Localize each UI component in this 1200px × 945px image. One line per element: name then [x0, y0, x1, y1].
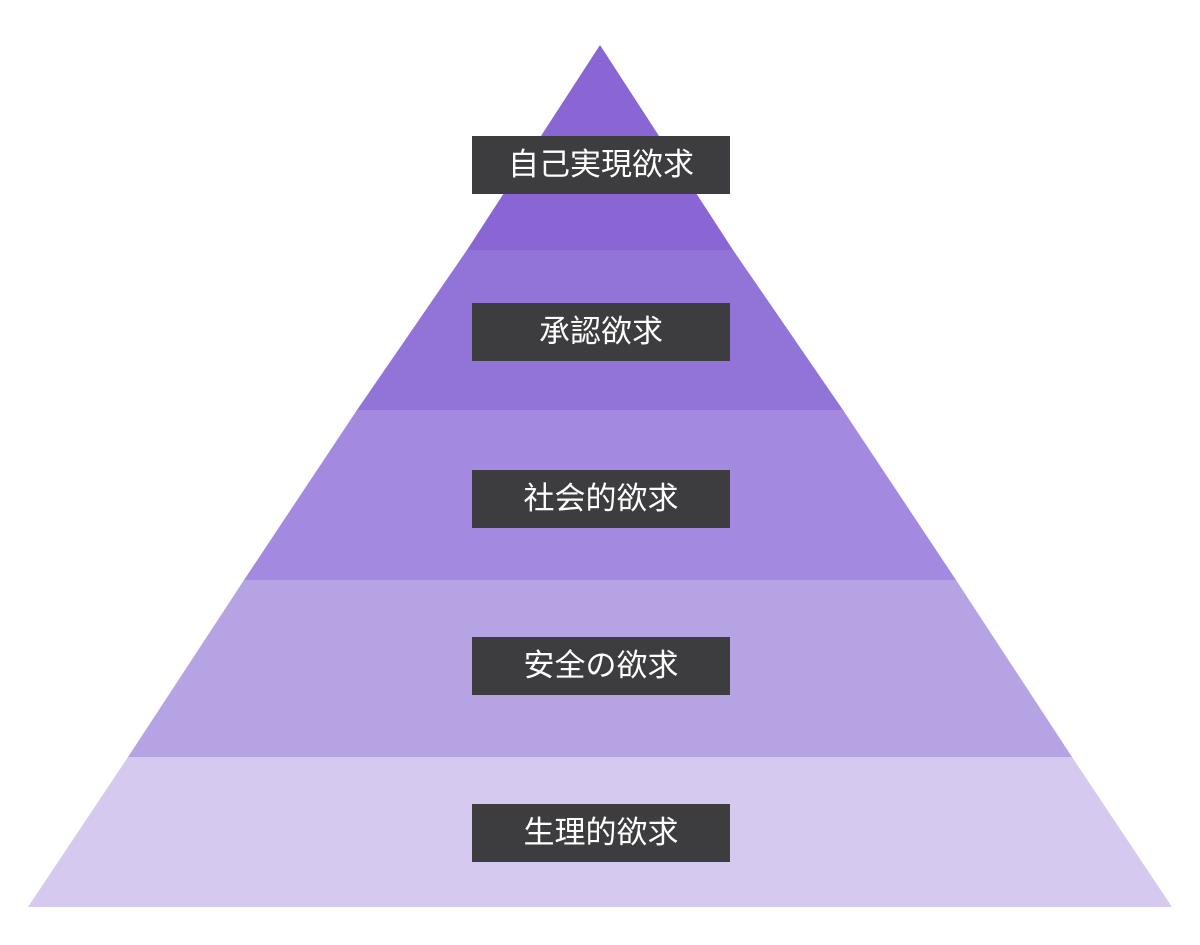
- level-label-safety: 安全の欲求: [472, 637, 730, 695]
- level-label-physiological: 生理的欲求: [472, 804, 730, 862]
- level-label-self-actualization: 自己実現欲求: [472, 136, 730, 194]
- level-label-esteem: 承認欲求: [472, 303, 730, 361]
- level-label-social: 社会的欲求: [472, 470, 730, 528]
